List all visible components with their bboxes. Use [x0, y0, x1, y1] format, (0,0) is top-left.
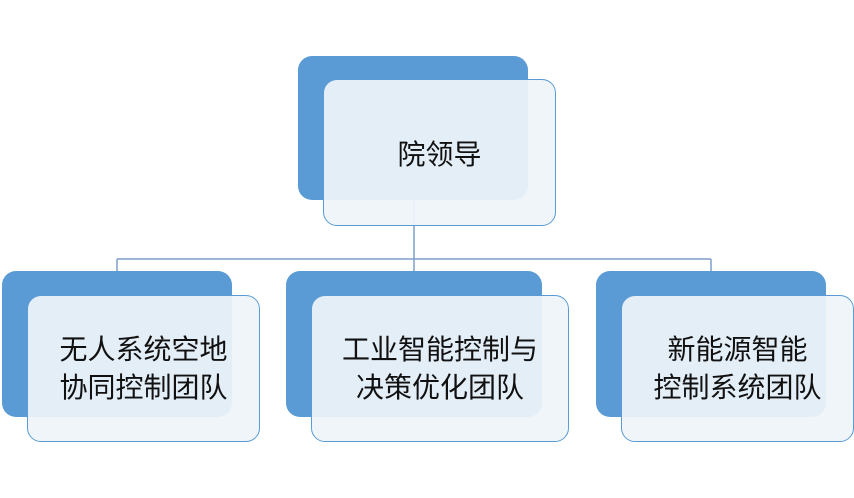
team-node-3-label-line1: 新能源智能: [667, 332, 808, 366]
team-node-2: 工业智能控制与 决策优化团队: [311, 295, 569, 442]
team-node-1-text: 无人系统空地 协同控制团队: [59, 331, 227, 407]
team-node-3-label-line2: 控制系统团队: [653, 370, 822, 404]
root-node: 院领导: [323, 79, 556, 226]
team-node-1: 无人系统空地 协同控制团队: [27, 295, 260, 442]
team-node-1-label-line2: 协同控制团队: [59, 370, 228, 404]
team-node-1-label-line1: 无人系统空地: [59, 332, 228, 366]
team-node-3: 新能源智能 控制系统团队: [621, 295, 854, 442]
team-node-2-label-line2: 决策优化团队: [355, 370, 524, 404]
team-node-2-text: 工业智能控制与 决策优化团队: [342, 331, 538, 407]
team-node-3-text: 新能源智能 控制系统团队: [653, 331, 821, 407]
team-node-2-label-line1: 工业智能控制与: [341, 332, 538, 366]
root-node-label: 院领导: [397, 137, 482, 171]
